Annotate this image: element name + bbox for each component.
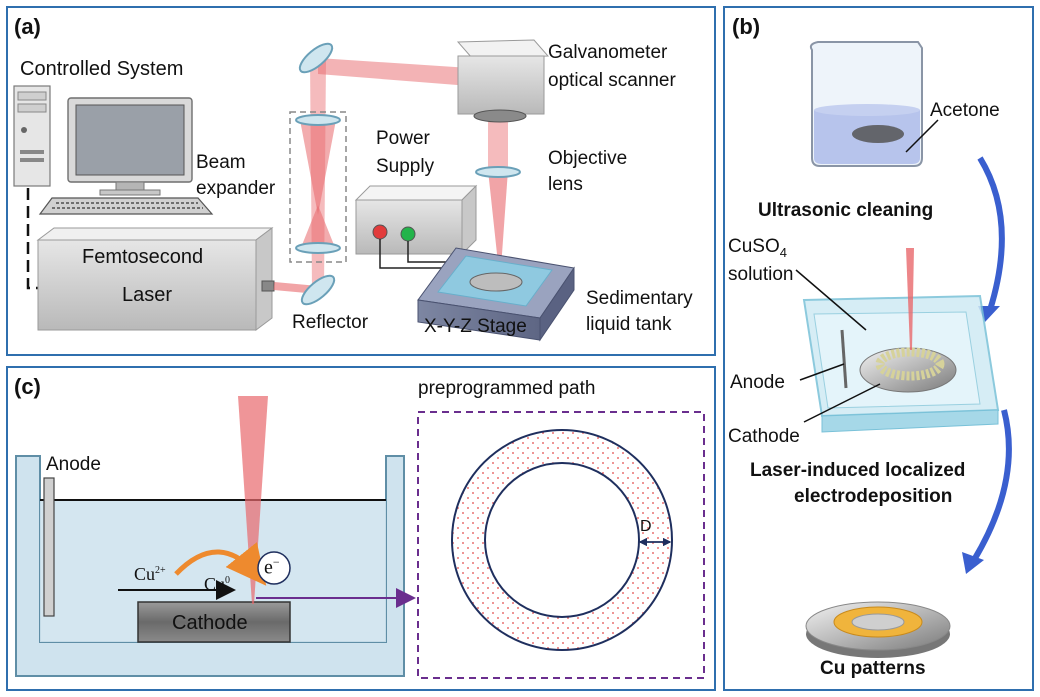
cathode-label-b: Cathode (728, 426, 800, 447)
stage-label: X-Y-Z Stage (424, 316, 527, 337)
cu0-sup: 0 (225, 575, 231, 586)
process-arrow-1 (977, 156, 1005, 311)
panel-c (6, 366, 716, 691)
electron-icon (257, 551, 291, 585)
power-supply-label-2: Supply (376, 156, 435, 177)
cu-patterns-label: Cu patterns (820, 658, 926, 679)
reflector-icon (300, 274, 336, 306)
galvanometer-icon (456, 39, 550, 123)
beam-expander-box (289, 111, 347, 263)
panel-b-label: (b) (732, 14, 761, 39)
electrolytic-cell (15, 455, 405, 677)
anode-label-b: Anode (730, 372, 785, 393)
panel-b (723, 6, 1034, 691)
laser-beam-c (238, 396, 268, 604)
acetone-label: Acetone (930, 100, 1000, 121)
objective-lens-icon (475, 166, 521, 178)
cu2-charge: 2+ (155, 565, 166, 576)
cu2-label: Cu2+ (134, 564, 166, 585)
electron-base: e (264, 556, 273, 579)
ring-width-d-label: D (640, 518, 652, 535)
beaker-icon (809, 41, 923, 167)
cuso4-base: CuSO (728, 236, 780, 257)
xyz-stage-icon (417, 247, 575, 342)
power-supply-label-1: Power (376, 128, 430, 149)
cathode-label-c: Cathode (172, 612, 248, 634)
preprogrammed-path-label: preprogrammed path (418, 378, 596, 399)
cu0-label: Cu0 (204, 574, 230, 595)
controlled-system-label: Controlled System (20, 58, 184, 80)
power-supply-icon (354, 184, 478, 256)
anode-label-c: Anode (46, 454, 101, 475)
tank-label-1: Sedimentary (586, 288, 693, 309)
lile-label-1: Laser-induced localized (750, 460, 966, 481)
mirror-top-icon (298, 42, 334, 74)
panel-c-label: (c) (14, 374, 41, 399)
objective-lens-label-2: lens (548, 174, 583, 195)
ring-path-icon (451, 429, 673, 651)
cuso4-label: CuSO4 (728, 236, 787, 260)
cuso4-subscript: 4 (779, 244, 787, 260)
laser-label: Laser (122, 284, 173, 306)
solution-label: solution (728, 264, 794, 285)
femtosecond-laser-box (36, 227, 275, 331)
panel-a-label: (a) (14, 14, 41, 39)
reflector-label: Reflector (292, 312, 369, 333)
electron-label: e− (264, 555, 280, 580)
galvanometer-label-1: Galvanometer (548, 42, 668, 63)
cu0-base: Cu (204, 574, 226, 594)
lens-lower-icon (295, 242, 341, 254)
ultrasonic-cleaning-label: Ultrasonic cleaning (758, 200, 934, 221)
panel-a (6, 6, 716, 356)
beam-expander-label-1: Beam (196, 152, 246, 173)
femtosecond-label: Femtosecond (82, 246, 204, 268)
lens-upper-icon (295, 114, 341, 126)
electron-sup: − (272, 555, 280, 569)
tank-label-2: liquid tank (586, 314, 672, 335)
cu2-base: Cu (134, 564, 156, 584)
cu-pattern-disc-icon (805, 601, 951, 658)
beam-expander-label-2: expander (196, 178, 276, 199)
galvanometer-label-2: optical scanner (548, 70, 676, 91)
process-arrow-2 (971, 409, 1012, 562)
computer-icon (13, 85, 214, 215)
deposition-tank-icon (802, 248, 1000, 433)
objective-lens-label-1: Objective (548, 148, 628, 169)
lile-label-2: electrodeposition (794, 486, 953, 507)
